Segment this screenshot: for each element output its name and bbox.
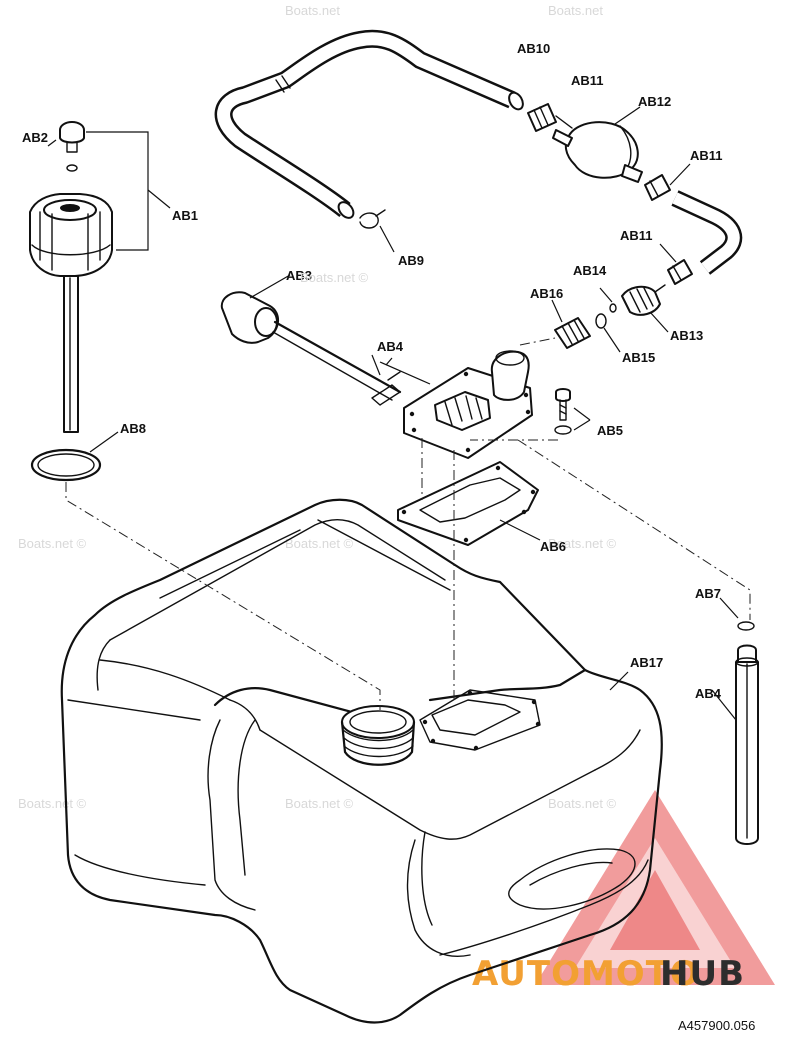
- o-ring-ab8: [30, 431, 119, 482]
- callout-ab6: AB6: [540, 539, 566, 554]
- fuel-tank-ab17: [60, 498, 663, 1024]
- callout-ab1: AB1: [172, 208, 198, 223]
- watermark-text: Boats.net ©: [18, 796, 87, 811]
- callout-ab16: AB16: [530, 286, 563, 301]
- watermark-text: Boats.net ©: [285, 536, 354, 551]
- callout-ab3: AB3: [286, 268, 312, 283]
- watermark-layer: Boats.net Boats.net Boats.net © Boats.ne…: [18, 3, 617, 811]
- pickup-tube-ab4: [711, 597, 759, 845]
- fuel-line-assembly: [214, 29, 743, 353]
- callout-ab17: AB17: [630, 655, 663, 670]
- filler-cap-ab1: [29, 121, 171, 433]
- watermark-text: Boats.net ©: [18, 536, 87, 551]
- watermark-text: Boats.net: [548, 3, 603, 18]
- callout-ab8: AB8: [120, 421, 146, 436]
- callout-ab13: AB13: [670, 328, 703, 343]
- watermark-text: Boats.net: [285, 3, 340, 18]
- callout-ab2: AB2: [22, 130, 48, 145]
- callout-ab4-upper: AB4: [377, 339, 404, 354]
- callout-ab4-right: AB4: [695, 686, 722, 701]
- callout-ab11-upper: AB11: [571, 73, 604, 88]
- callout-ab5: AB5: [597, 423, 623, 438]
- assembly-lines: [65, 438, 751, 710]
- watermark-text: Boats.net ©: [548, 536, 617, 551]
- watermark-text: Boats.net ©: [285, 796, 354, 811]
- callout-ab14: AB14: [573, 263, 607, 278]
- callout-ab7: AB7: [695, 586, 721, 601]
- automotohub-logo: AUTOMOTO HUB: [472, 790, 775, 994]
- fuel-pickup-ab3: [220, 274, 591, 546]
- callout-labels: AB2 AB1 AB8 AB10 AB11 AB12 AB11 AB11 AB9…: [22, 41, 723, 701]
- logo-text-hub: HUB: [660, 954, 745, 994]
- callout-ab9: AB9: [398, 253, 424, 268]
- callout-ab11-middle: AB11: [690, 148, 723, 163]
- callout-ab12: AB12: [638, 94, 671, 109]
- callout-ab11-lower: AB11: [620, 228, 653, 243]
- watermark-text: Boats.net ©: [300, 270, 369, 285]
- watermark-text: Boats.net ©: [548, 796, 617, 811]
- callout-ab10: AB10: [517, 41, 550, 56]
- callout-ab15: AB15: [622, 350, 655, 365]
- figure-code: A457900.056: [678, 1018, 755, 1033]
